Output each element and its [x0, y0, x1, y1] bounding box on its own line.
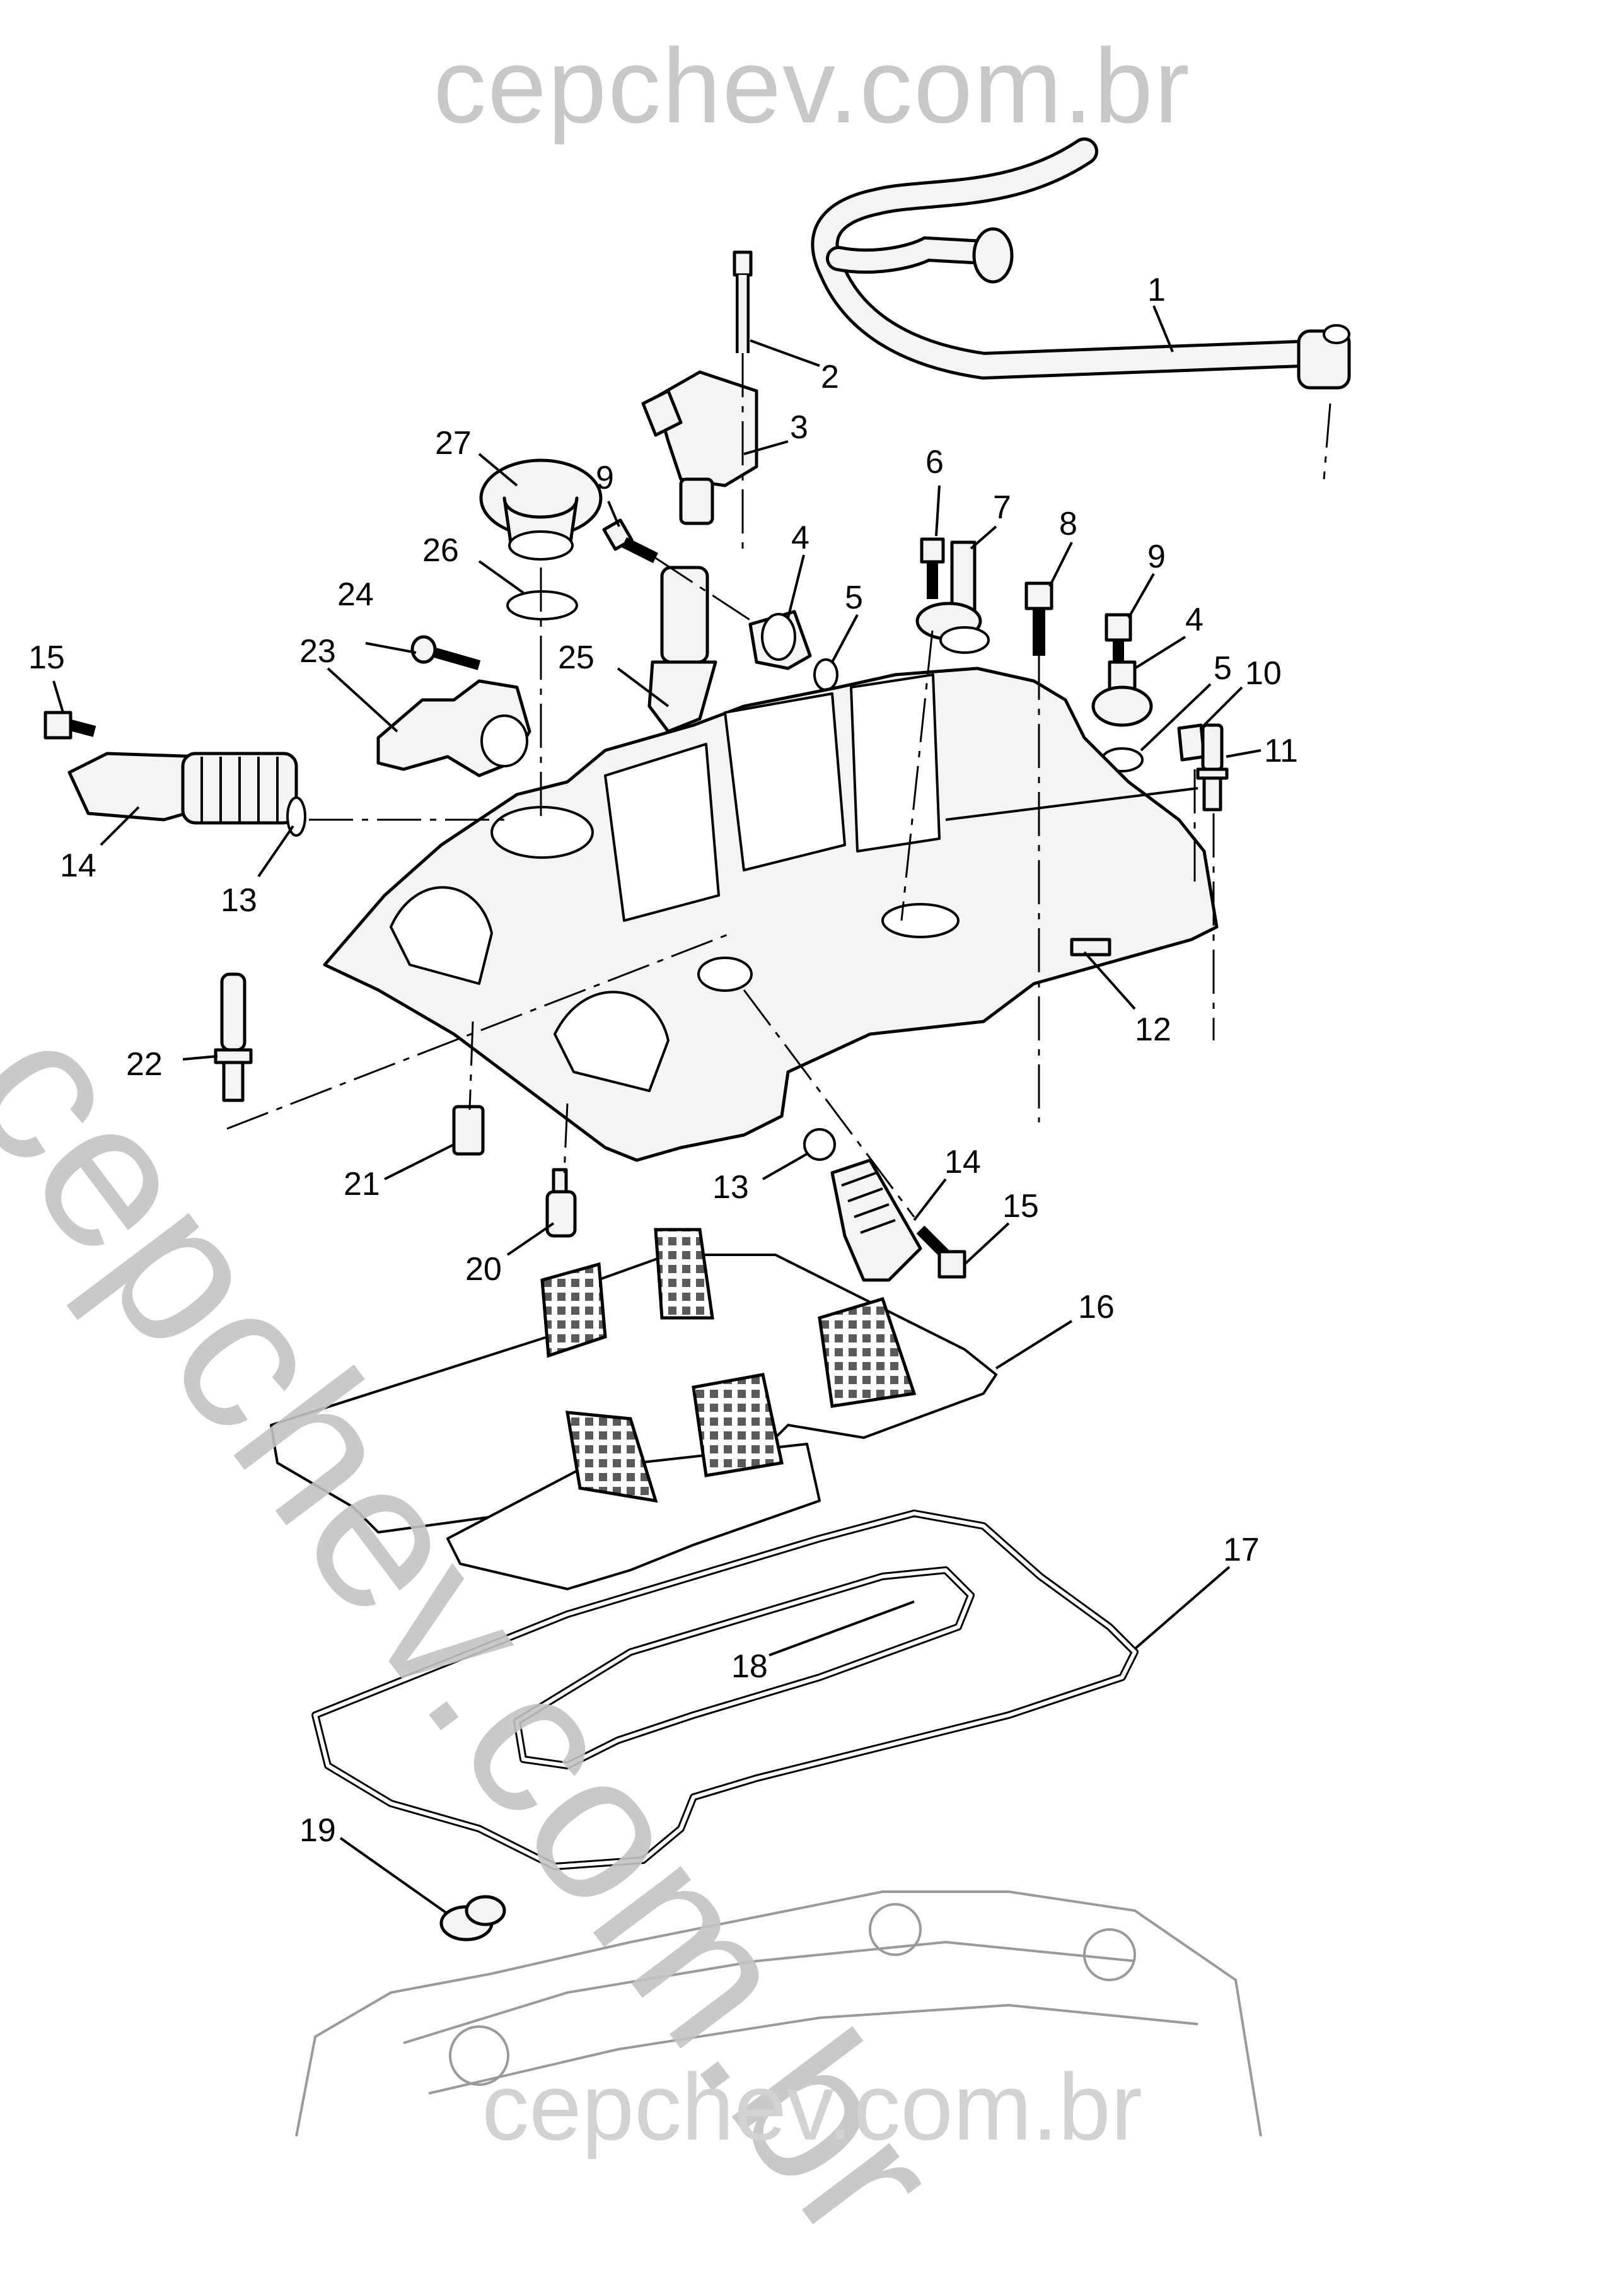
callout-19: 19 [299, 1812, 336, 1849]
sensor-4-right [1091, 660, 1153, 727]
coil-boot [647, 566, 717, 733]
callout-10: 10 [1245, 655, 1282, 692]
callout-15-left: 15 [28, 639, 65, 676]
callout-4-left: 4 [791, 520, 809, 556]
callout-21: 21 [344, 1166, 380, 1202]
sensor-7 [915, 540, 990, 654]
callout-11: 11 [1264, 733, 1298, 769]
callout-18: 18 [731, 1648, 768, 1685]
callout-5-right: 5 [1214, 650, 1232, 687]
bolt-15-left [44, 711, 96, 740]
watermark-top: cepchev.com.br [433, 26, 1191, 145]
callout-13-right: 13 [712, 1169, 749, 1206]
bolt-24 [410, 635, 481, 670]
callout-5-left: 5 [845, 579, 863, 616]
bolt-15-right [916, 1225, 966, 1279]
callout-1: 1 [1147, 272, 1166, 308]
callout-12: 12 [1135, 1011, 1171, 1048]
callout-23: 23 [299, 633, 336, 670]
centerline-6 [900, 630, 934, 921]
centerline-1 [1323, 403, 1331, 480]
bolt-6 [920, 537, 945, 599]
ignition-coil [641, 370, 758, 525]
callout-9-right: 9 [1147, 538, 1166, 575]
pcv-hose [811, 137, 1351, 390]
leader-lines [52, 305, 1262, 1915]
callout-15-right: 15 [1002, 1188, 1039, 1225]
callout-17: 17 [1223, 1532, 1260, 1568]
callout-4-right: 4 [1185, 602, 1204, 638]
seal-19 [439, 1895, 506, 1941]
callout-2: 2 [821, 359, 839, 395]
callout-8: 8 [1059, 506, 1077, 542]
callout-22: 22 [126, 1046, 163, 1083]
callout-27: 27 [435, 425, 472, 462]
callout-24: 24 [337, 576, 374, 613]
cylinder-head [295, 1890, 1262, 2136]
bolt-9-left [602, 518, 659, 564]
centerline-13 [743, 989, 915, 1218]
callout-14-right: 14 [944, 1144, 981, 1180]
baffle-16 [270, 1228, 997, 1590]
stud-22 [214, 972, 253, 1102]
callout-25: 25 [558, 639, 594, 676]
o-ring-13-right [803, 1128, 836, 1161]
callout-16: 16 [1078, 1289, 1115, 1325]
solenoid-14-right [830, 1158, 922, 1282]
callout-7: 7 [993, 489, 1011, 526]
oil-filler-cap [479, 458, 603, 561]
coil-bolt [733, 250, 753, 353]
bolt-8 [1024, 581, 1053, 656]
grommet-20 [545, 1168, 577, 1238]
centerline-20 [563, 1103, 569, 1173]
callout-6: 6 [925, 444, 944, 480]
callout-9-left: 9 [596, 460, 614, 496]
solenoid-14-left [67, 752, 298, 825]
exploded-parts-diagram: 1 2 3 4 4 5 5 6 7 8 9 9 10 11 12 13 13 1… [28, 137, 1351, 2136]
sensor-4-left [748, 610, 812, 670]
o-ring-5-left [813, 658, 838, 691]
stud-11 [1196, 723, 1229, 812]
centerline-22 [226, 932, 732, 1130]
dowel-21 [452, 1105, 485, 1156]
callout-20: 20 [465, 1251, 502, 1288]
centerline-9 [655, 557, 757, 626]
valve-cover [323, 667, 1219, 1162]
callout-3: 3 [790, 409, 808, 446]
centerline-21 [468, 1021, 474, 1110]
callout-13-left: 13 [221, 882, 257, 919]
callout-labels: 1 2 3 4 4 5 5 6 7 8 9 9 10 11 12 13 13 1… [28, 272, 1298, 1849]
bolt-9-right [1105, 613, 1132, 668]
pcv-valve [376, 679, 531, 777]
cover-gasket-17 [311, 1510, 1139, 1870]
filler-cap-seal [506, 590, 578, 620]
stud-10 [1177, 723, 1206, 762]
callout-14-left: 14 [60, 847, 96, 884]
callout-26: 26 [422, 532, 459, 569]
watermark-bottom: cepchev.com.br [482, 2054, 1142, 2160]
spark-plug-gasket-18 [513, 1566, 975, 1769]
